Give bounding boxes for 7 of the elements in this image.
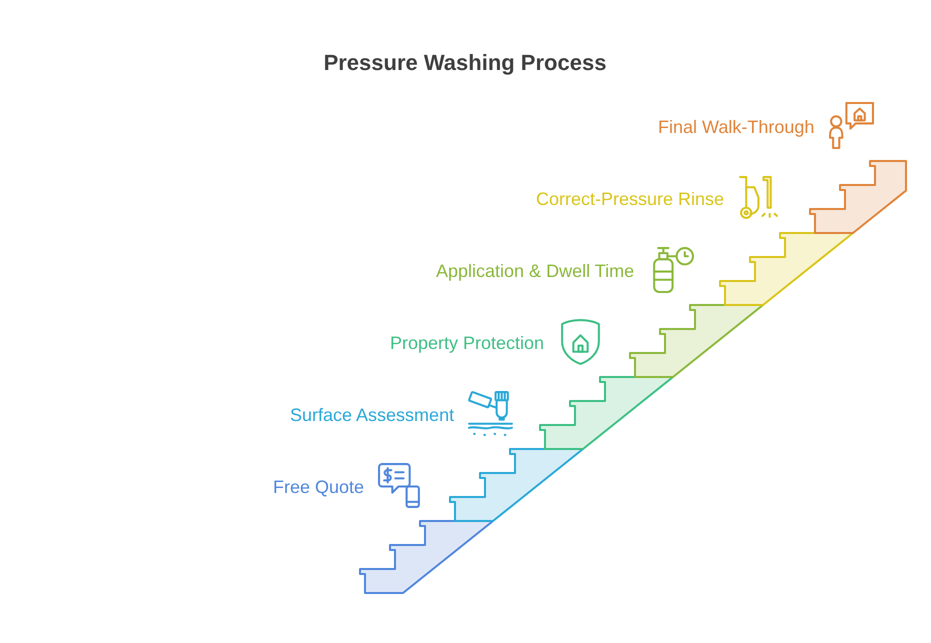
title: Pressure Washing Process	[324, 50, 606, 76]
step-label: Surface Assessment	[290, 404, 454, 426]
step-label: Free Quote	[273, 476, 364, 498]
step-label: Final Walk-Through	[658, 116, 814, 138]
step-label: Correct-Pressure Rinse	[536, 188, 724, 210]
step-label: Property Protection	[390, 332, 544, 354]
step-label: Application & Dwell Time	[436, 260, 634, 282]
